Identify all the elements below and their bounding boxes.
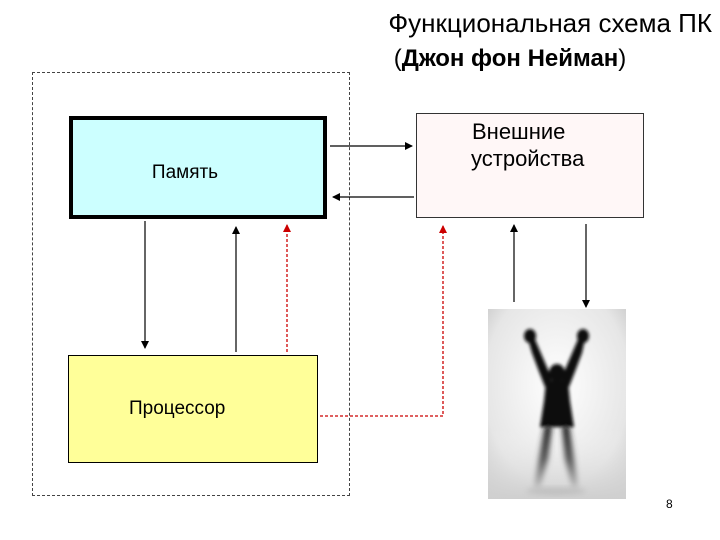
processor-label: Процессор [129, 398, 226, 419]
computer-boundary-frame [32, 72, 350, 496]
memory-block: Память [69, 116, 327, 219]
person-raising-arms-silhouette-icon [488, 309, 626, 499]
external-devices-label-line1: Внешние [472, 119, 566, 144]
subtitle-close-paren: ) [618, 45, 627, 72]
subtitle-author-name: Джон фон Нейман [401, 45, 619, 72]
slide-title: Функциональная схема ПК [388, 8, 712, 38]
control-arrow-processor-to-external [320, 225, 447, 417]
external-devices-block: Внешние устройства [416, 113, 644, 218]
external-devices-label-line2: устройства [471, 146, 585, 171]
subtitle-open-paren: ( [393, 45, 402, 72]
page-number: 8 [666, 497, 673, 511]
slide-subtitle: (Джон фон Нейман) [360, 44, 660, 74]
memory-label: Память [151, 161, 219, 183]
processor-block: Процессор [68, 355, 318, 463]
